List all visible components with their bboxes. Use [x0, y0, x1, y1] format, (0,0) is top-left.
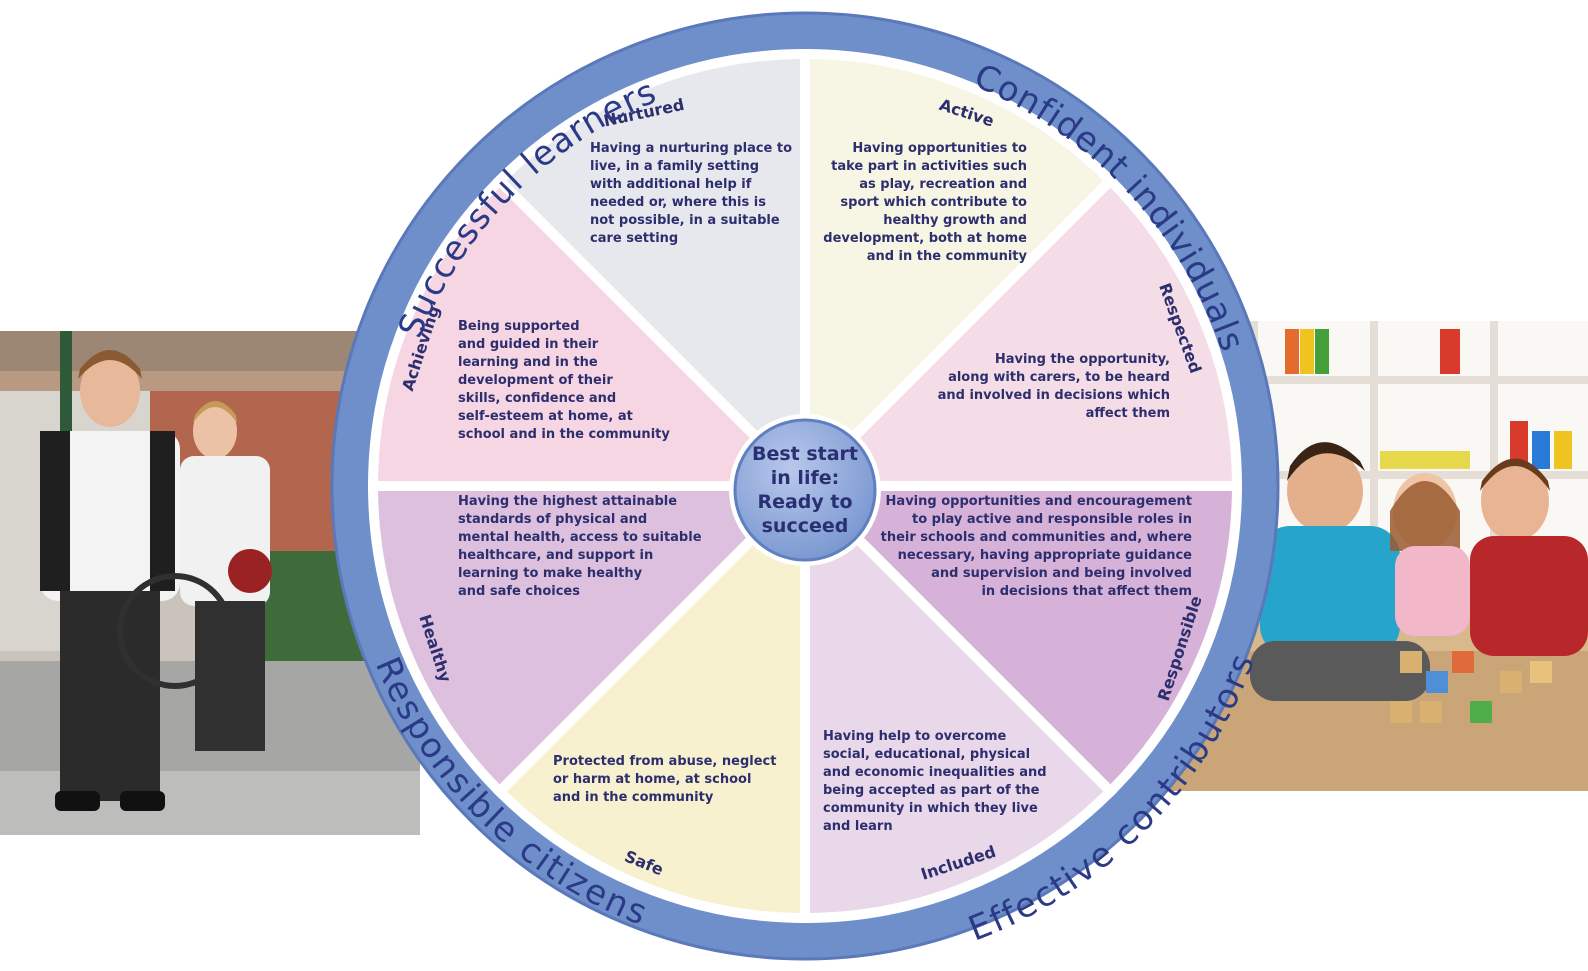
segment-text-line: needed or, where this is — [590, 195, 766, 210]
segment-text-line: social, educational, physical — [823, 747, 1030, 762]
segment-text-line: along with carers, to be heard — [948, 370, 1170, 385]
segment-text-line: development, both at home — [823, 231, 1027, 246]
segment-text-line: Having a nurturing place to — [590, 141, 792, 156]
segment-text-line: skills, confidence and — [458, 391, 616, 406]
segment-text-line: in decisions that affect them — [981, 584, 1192, 599]
segment-text-line: with additional help if — [590, 177, 752, 192]
center-line-2: in life: — [771, 467, 839, 489]
segment-text-line: to play active and responsible roles in — [912, 512, 1192, 527]
segment-text-line: and in the community — [553, 790, 714, 805]
segment-text-line: sport which contribute to — [840, 195, 1027, 210]
segment-text-line: and learn — [823, 819, 893, 834]
segment-text-line: or harm at home, at school — [553, 772, 751, 787]
segment-text-line: Having the highest attainable — [458, 494, 677, 509]
segment-text-line: necessary, having appropriate guidance — [898, 548, 1193, 563]
segment-text-line: and supervision and being involved — [931, 566, 1192, 581]
segment-safe — [367, 481, 818, 799]
segment-text-line: affect them — [1086, 406, 1170, 421]
segment-healthy — [367, 173, 818, 491]
segment-text-line: and economic inequalities and — [823, 765, 1047, 780]
segment-text-line: healthy growth and — [883, 213, 1027, 228]
segment-text-line: self-esteem at home, at — [458, 409, 633, 424]
segment-text-line: take part in activities such — [831, 159, 1027, 174]
center-line-1: Best start — [752, 443, 858, 465]
segment-responsible — [800, 473, 1118, 924]
segment-nurtured — [800, 48, 1118, 499]
segment-text-line: and guided in their — [458, 337, 599, 352]
segment-text-line: live, in a family setting — [590, 159, 759, 174]
segment-text-line: and safe choices — [458, 584, 580, 599]
segment-text-line: Having the opportunity, — [995, 352, 1170, 367]
segment-text-line: Having opportunities to — [852, 141, 1027, 156]
segment-text-line: learning to make healthy — [458, 566, 643, 581]
segment-active — [792, 173, 1243, 491]
segment-text-line: Being supported — [458, 319, 580, 334]
center-line-3: Ready to — [757, 491, 852, 513]
segment-text-line: healthcare, and support in — [458, 548, 653, 563]
segment-text-line: not possible, in a suitable — [590, 213, 780, 228]
segment-text-line: Protected from abuse, neglect — [553, 754, 776, 769]
segment-achieving — [492, 48, 810, 499]
segment-text-line: learning and in the — [458, 355, 598, 370]
center-hub — [733, 418, 877, 562]
segment-text-line: care setting — [590, 231, 678, 246]
segment-text-line: standards of physical and — [458, 512, 647, 527]
segment-respected — [792, 481, 1243, 799]
segment-text-line: development of their — [458, 373, 613, 388]
segment-text-line: being accepted as part of the — [823, 783, 1040, 798]
segment-text-line: mental health, access to suitable — [458, 530, 702, 545]
segment-text-line: and in the community — [867, 249, 1028, 264]
segment-text-line: Having help to overcome — [823, 729, 1007, 744]
segment-text-line: and involved in decisions which — [938, 388, 1170, 403]
segment-text-line: their schools and communities and, where — [881, 530, 1193, 545]
segment-text-line: community in which they live — [823, 801, 1038, 816]
center-line-4: succeed — [762, 515, 849, 537]
segment-included — [492, 473, 810, 924]
segment-text-line: Having opportunities and encouragement — [886, 494, 1192, 509]
segment-text-line: school and in the community — [458, 427, 670, 442]
segment-text-line: as play, recreation and — [859, 177, 1027, 192]
